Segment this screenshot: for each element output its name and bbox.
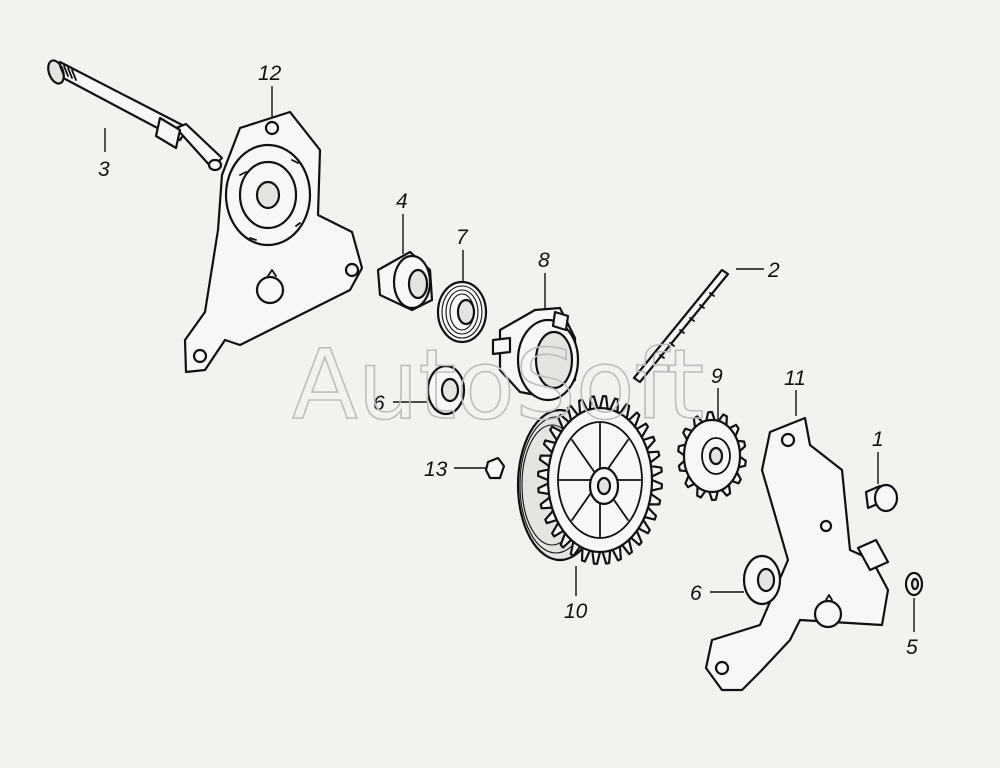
part-5-washer <box>904 571 924 597</box>
part-6-washer-lower <box>742 554 782 606</box>
callout-10: 10 <box>564 600 588 623</box>
watermark-text: AutoSoft <box>292 329 704 441</box>
callout-5: 5 <box>906 636 918 659</box>
part-4-bushing <box>376 250 434 312</box>
part-13-key <box>484 456 506 480</box>
callout-12: 12 <box>258 62 282 85</box>
callout-labels: 1 2 3 4 5 6 6 7 8 9 10 11 12 13 <box>98 62 918 659</box>
part-11-bracket <box>704 416 890 692</box>
part-3-splined-shaft <box>47 59 224 172</box>
part-1-bolt <box>864 483 899 513</box>
part-6-washer-upper <box>426 364 466 416</box>
part-2-pin <box>632 268 730 384</box>
callout-3: 3 <box>98 158 110 181</box>
callout-9: 9 <box>711 365 723 388</box>
callout-1: 1 <box>872 428 884 451</box>
callout-11: 11 <box>784 367 806 390</box>
callout-7: 7 <box>456 226 469 249</box>
part-8-cam-sleeve <box>491 306 580 402</box>
leader-lines <box>104 86 915 632</box>
callout-6-upper: 6 <box>373 392 385 415</box>
callout-4: 4 <box>396 190 408 213</box>
part-9-small-gear <box>677 410 747 502</box>
part-12-mounting-plate <box>183 110 364 374</box>
callout-2: 2 <box>767 259 780 282</box>
callout-6-lower: 6 <box>690 582 702 605</box>
callout-8: 8 <box>538 249 550 272</box>
part-7-spring <box>436 280 488 344</box>
part-10-large-gear <box>516 395 663 565</box>
callout-13: 13 <box>424 458 448 481</box>
